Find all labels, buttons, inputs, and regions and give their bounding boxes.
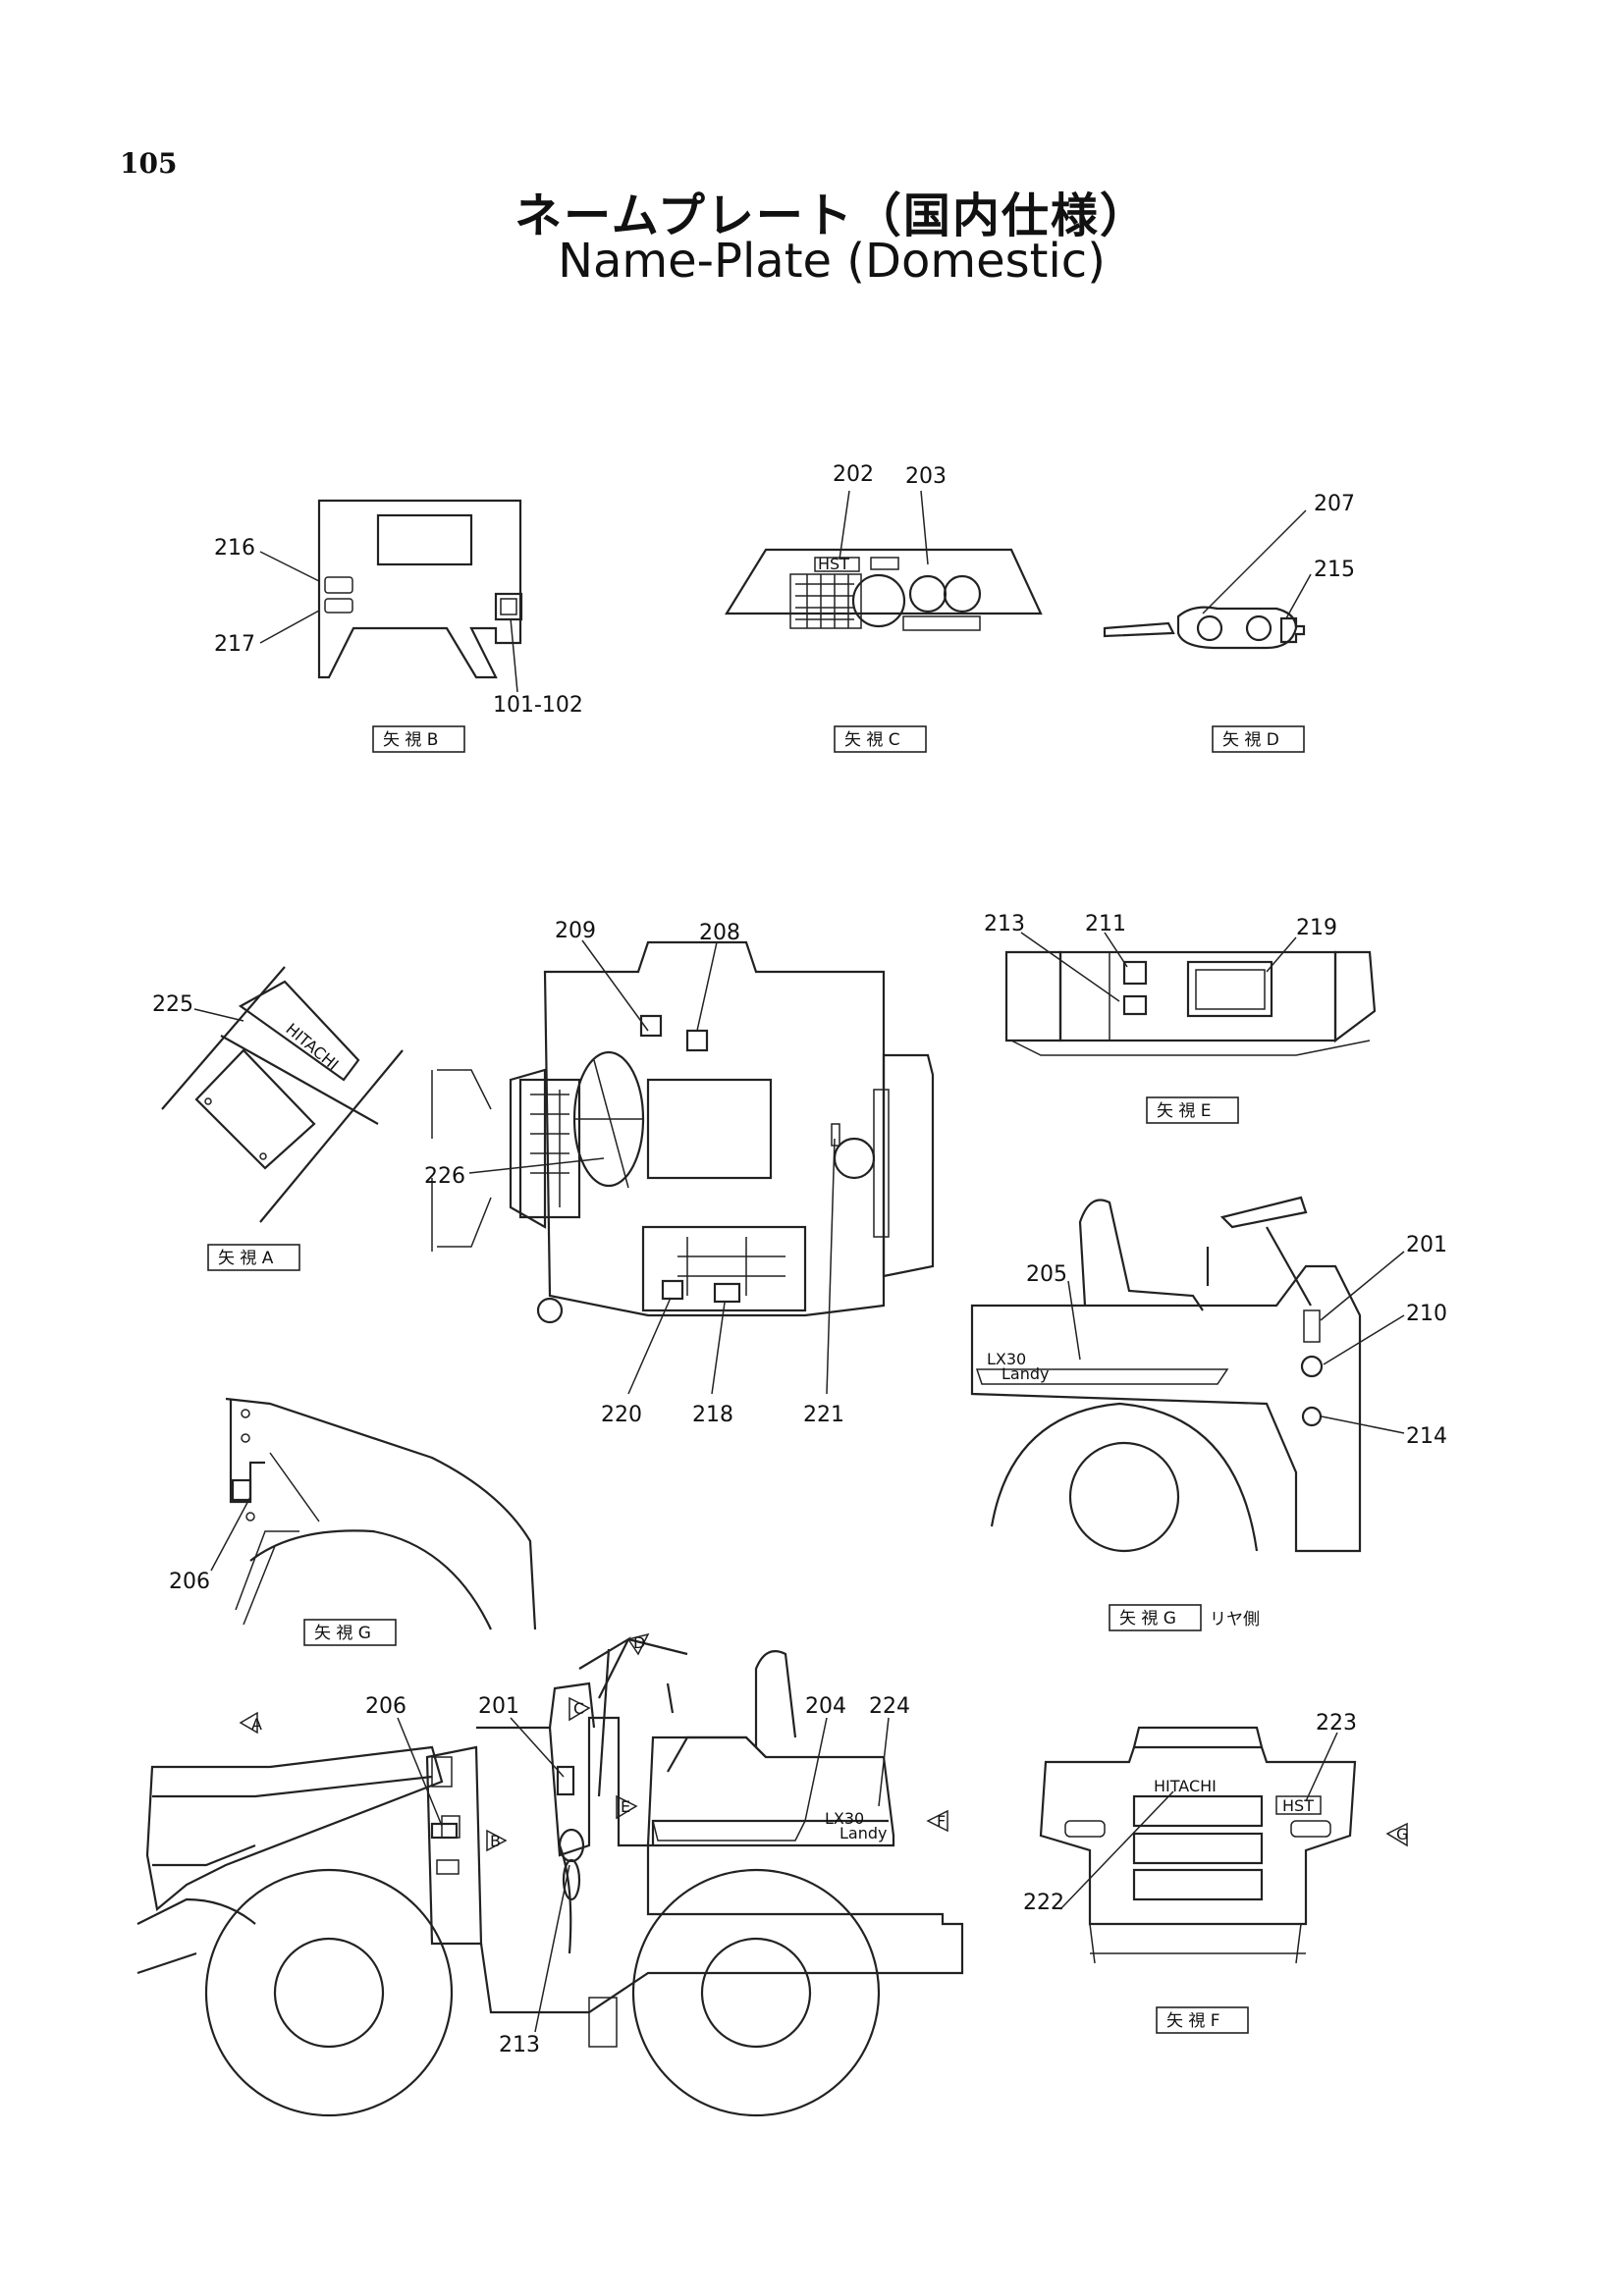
callout-225-leader: [193, 1008, 244, 1022]
callout-201-rear: 201: [1406, 1233, 1447, 1257]
callout-225: 225: [152, 992, 193, 1017]
view-f-drawing: HITACHI HST G: [1039, 1726, 1408, 1964]
view-a-label: 矢 視 A: [218, 1249, 274, 1268]
callout-216: 216: [214, 536, 255, 561]
callout-203: 203: [905, 464, 947, 489]
callout-205: 205: [1026, 1262, 1067, 1287]
view-g-left-drawing: [225, 1397, 537, 1630]
top-view-drawing: [431, 940, 935, 1324]
hitachi-boom-plate: HITACHI: [282, 1020, 342, 1075]
view-e-label-box: [1146, 1096, 1239, 1124]
callout-101-102: 101-102: [493, 693, 583, 718]
page-title-english: Name-Plate (Domestic): [558, 234, 1106, 289]
view-g-right-drawing: LX30 Landy: [970, 1196, 1362, 1553]
view-b-label: 矢 視 B: [383, 730, 438, 750]
view-e-drawing: [1004, 950, 1377, 1056]
callout-221: 221: [803, 1403, 844, 1427]
side-view-drawing: LX30 Landy: [136, 1636, 964, 2117]
view-a-label-box: [207, 1244, 300, 1271]
callout-204: 204: [805, 1694, 846, 1719]
view-f-label: 矢 視 F: [1166, 2011, 1220, 2031]
page-number: 105: [120, 147, 178, 180]
arrow-c-label: C: [573, 1699, 584, 1718]
lx30-right-plate: LX30: [987, 1350, 1026, 1368]
callout-202: 202: [833, 462, 874, 487]
callout-208: 208: [699, 921, 740, 945]
view-g-right-suffix: リヤ側: [1210, 1610, 1260, 1629]
callout-226: 226: [424, 1164, 465, 1189]
view-e-label: 矢 視 E: [1157, 1101, 1212, 1121]
page-title-japanese: ネームプレート（国内仕様）: [514, 188, 1149, 243]
view-d-label-box: [1212, 725, 1305, 753]
callout-211: 211: [1085, 912, 1126, 936]
view-d-label: 矢 視 D: [1222, 730, 1279, 750]
side-view-leaders: [397, 1717, 890, 2033]
callout-224: 224: [869, 1694, 910, 1719]
view-c-drawing: HST: [725, 548, 1043, 631]
view-b-leaders: [259, 551, 518, 693]
arrow-a-label: A: [251, 1715, 262, 1734]
callout-206-view-g-leader: [210, 1496, 251, 1572]
view-g-right-label: 矢 視 G: [1119, 1609, 1176, 1629]
callout-222: 222: [1023, 1891, 1064, 1915]
view-g-right-label-box: [1109, 1604, 1202, 1631]
arrow-d-label: D: [633, 1633, 645, 1652]
callout-214: 214: [1406, 1424, 1447, 1449]
callout-215: 215: [1314, 558, 1355, 582]
callout-218: 218: [692, 1403, 733, 1427]
callout-220: 220: [601, 1403, 642, 1427]
arrow-b-label: B: [490, 1832, 501, 1850]
view-e-leaders: [1020, 932, 1297, 1002]
hitachi-rear-plate: HITACHI: [1154, 1777, 1217, 1795]
view-c-leaders: [839, 490, 929, 565]
hst-rear-plate: HST: [1282, 1796, 1314, 1815]
view-f-label-box: [1156, 2006, 1249, 2034]
lx30-side-plate: LX30: [825, 1809, 864, 1828]
callout-213-view-e: 213: [984, 912, 1025, 936]
landy-right-plate: Landy: [1001, 1364, 1049, 1383]
view-a-drawing: HITACHI: [161, 966, 404, 1223]
callout-217: 217: [214, 632, 255, 657]
arrow-g-label: G: [1396, 1825, 1408, 1843]
view-d-drawing: [1103, 606, 1306, 650]
callout-206: 206: [365, 1694, 406, 1719]
view-b-label-box: [372, 725, 465, 753]
arrow-e-label: E: [621, 1797, 630, 1816]
callout-201: 201: [478, 1694, 519, 1719]
side-view-arrows: A B C D E F: [239, 1632, 948, 1852]
view-g-left-label: 矢 視 G: [314, 1624, 371, 1643]
hst-dash-plate: HST: [818, 555, 849, 573]
callout-210: 210: [1406, 1302, 1447, 1326]
view-c-label-box: [834, 725, 927, 753]
callout-213: 213: [499, 2033, 540, 2057]
landy-side-plate: Landy: [839, 1824, 887, 1842]
callout-207: 207: [1314, 492, 1355, 516]
top-view-leaders: [468, 939, 836, 1395]
view-g-left-label-box: [303, 1619, 397, 1646]
view-f-leaders: [1059, 1732, 1338, 1910]
callout-209: 209: [555, 919, 596, 943]
callout-206-view-g: 206: [169, 1570, 210, 1594]
view-b-drawing: [317, 499, 523, 679]
callout-223: 223: [1316, 1711, 1357, 1735]
view-c-label: 矢 視 C: [844, 730, 900, 750]
view-d-leaders: [1202, 509, 1312, 619]
arrow-f-label: F: [937, 1812, 946, 1831]
callout-219: 219: [1296, 916, 1337, 940]
view-g-right-leaders: [1067, 1251, 1405, 1434]
